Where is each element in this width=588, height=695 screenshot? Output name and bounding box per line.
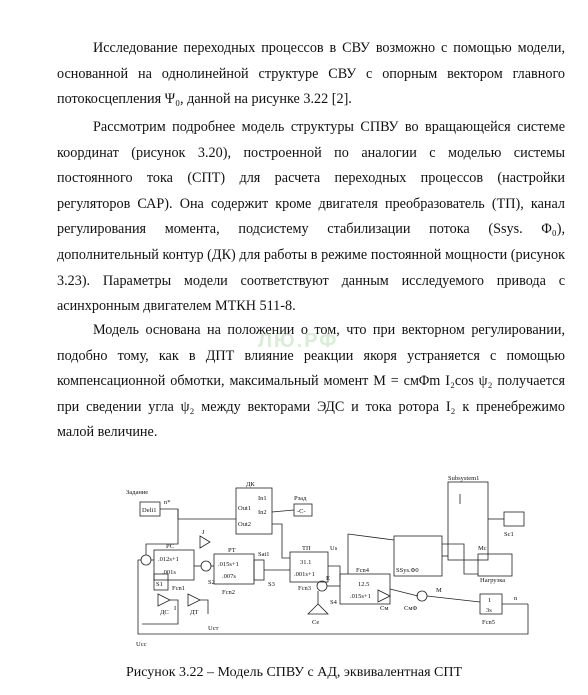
label-ust: Uст — [208, 625, 219, 632]
label-n: n — [514, 595, 518, 602]
label-step: Deli1 — [142, 507, 156, 514]
j-gain — [199, 535, 211, 549]
paragraph-3: Модель основана на положении о том, что … — [57, 318, 565, 446]
label-tp: ТП — [302, 545, 311, 552]
label-sat1: Sat1 — [258, 551, 270, 558]
label-ssys: SSys.Φ0 — [396, 567, 419, 574]
label-fcn3: Fcn3 — [298, 585, 311, 592]
label-j: J — [202, 529, 205, 536]
dk-block — [235, 487, 273, 535]
sum1 — [140, 554, 152, 566]
label-m: M — [436, 587, 442, 594]
label-rt: РТ — [228, 547, 236, 554]
scope-block — [503, 511, 525, 527]
paragraph-2: Рассмотрим подробнее модель структуры СП… — [57, 115, 565, 320]
figure-caption: Рисунок 3.22 – Модель СПВУ с АД, эквивал… — [125, 665, 463, 680]
label-cm: Cм — [380, 605, 388, 612]
label-pzad-c: -C- — [297, 508, 306, 515]
label-fcn4: Fcn4 — [356, 567, 370, 574]
subsystem-block — [447, 481, 489, 561]
label-dk-out1: Out1 — [238, 505, 251, 512]
simulink-diagram: Задание Deli1 n* ДК In1 In2 Out1 Out2 Pз… — [118, 474, 538, 654]
label-ucc: Ucc — [136, 641, 147, 648]
label-fcn5-den: 3s — [486, 607, 492, 614]
label-rs: РС — [166, 543, 174, 550]
label-f4-den: .015s+1 — [350, 593, 371, 600]
label-load: Нагрузка — [480, 577, 505, 584]
label-f4-num: 12.5 — [358, 581, 369, 588]
sat1-block — [253, 559, 265, 581]
label-nstar: n* — [164, 499, 171, 506]
sum2 — [200, 560, 212, 572]
dt-gain — [187, 593, 201, 607]
label-s3: S3 — [268, 581, 275, 588]
diagram-canvas: Задание Deli1 n* ДК In1 In2 Out1 Out2 Pз… — [126, 475, 529, 648]
ds-gain — [157, 593, 171, 607]
label-dk-in2: In2 — [258, 509, 267, 516]
label-dk: ДК — [246, 481, 255, 488]
label-dt: ДТ — [190, 609, 198, 616]
tp-block — [289, 551, 329, 583]
label-pzad: Pзад — [294, 495, 307, 502]
s1-block — [153, 573, 169, 591]
label-i: I — [174, 605, 176, 612]
load-block — [477, 553, 513, 577]
label-scope: Sc1 — [504, 531, 514, 538]
paragraph-3-text: Модель основана на положении о том, что … — [57, 322, 565, 441]
label-e: E — [326, 575, 330, 582]
paragraph-1-text: Исследование переходных процессов в СВУ … — [57, 40, 565, 108]
label-ds: ДС — [160, 609, 169, 616]
rs-block — [153, 549, 195, 581]
label-tp-num: 31.1 — [300, 559, 311, 566]
label-s2: S2 — [208, 579, 215, 586]
label-fcn1: Fcn1 — [172, 585, 185, 592]
label-s1: S1 — [156, 581, 163, 588]
label-dk-in1: In1 — [258, 495, 267, 502]
label-ce: Ce — [312, 619, 319, 626]
label-rt-den: .007s — [222, 573, 236, 580]
sum5 — [416, 590, 428, 602]
label-tp-den: .001s+1 — [294, 571, 315, 578]
label-mc: Mc — [478, 545, 487, 552]
label-us: Us — [330, 545, 338, 552]
ce-gain — [307, 603, 329, 615]
label-fcn5: Fcn5 — [482, 619, 495, 626]
cm-gain — [377, 589, 391, 603]
label-rs-den: .001s — [162, 569, 176, 576]
label-fcn5-num: 1 — [488, 597, 491, 604]
label-cmphi: CмΦ — [404, 605, 417, 612]
sum4 — [316, 580, 328, 592]
paragraph-2-text: Рассмотрим подробнее модель структуры СП… — [57, 119, 565, 315]
label-subsys: Subsystem1 — [448, 475, 479, 482]
paragraph-1: Исследование переходных процессов в СВУ … — [57, 36, 565, 113]
label-s4: S4 — [330, 599, 338, 606]
label-rs-num: .012s+1 — [158, 556, 179, 563]
label-zadanie: Задание — [126, 489, 148, 496]
label-fcn2: Fcn2 — [222, 589, 235, 596]
label-dk-out2: Out2 — [238, 521, 251, 528]
watermark: ЛЮ.РФ — [258, 330, 339, 352]
label-rt-num: .015s+1 — [218, 561, 239, 568]
